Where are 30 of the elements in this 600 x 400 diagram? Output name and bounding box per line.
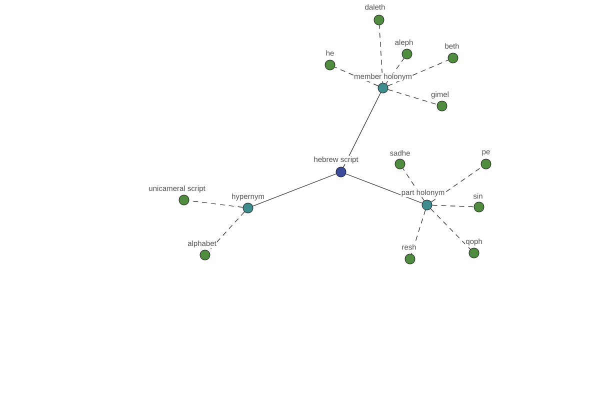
connector-line [379,24,383,84]
node-dot [200,250,210,260]
node-dot [448,52,458,64]
node-dot [402,48,412,60]
node-dot [178,194,190,206]
connector-line [388,89,438,105]
connector-line [188,200,244,208]
node-dot [474,202,484,212]
connector-line [252,174,336,206]
connector-line [430,208,471,250]
connector-line [208,212,245,252]
node-dot [480,158,492,170]
connector-line [432,204,474,208]
node-dot [336,166,346,178]
node-dot [374,14,384,26]
connector-line [343,92,381,168]
node-dot [436,100,448,112]
connector-line [386,58,404,84]
node-dot [468,248,480,258]
node-dot [324,60,336,70]
connector-line [431,166,482,202]
connector-line [411,210,426,254]
connector-line [346,174,422,204]
node-dot [378,82,388,94]
node-dot [422,200,432,210]
connector-line [388,60,448,86]
connector-line [402,168,424,201]
node-dot [404,254,416,264]
node-dot [242,202,254,214]
node-dot [394,158,406,170]
